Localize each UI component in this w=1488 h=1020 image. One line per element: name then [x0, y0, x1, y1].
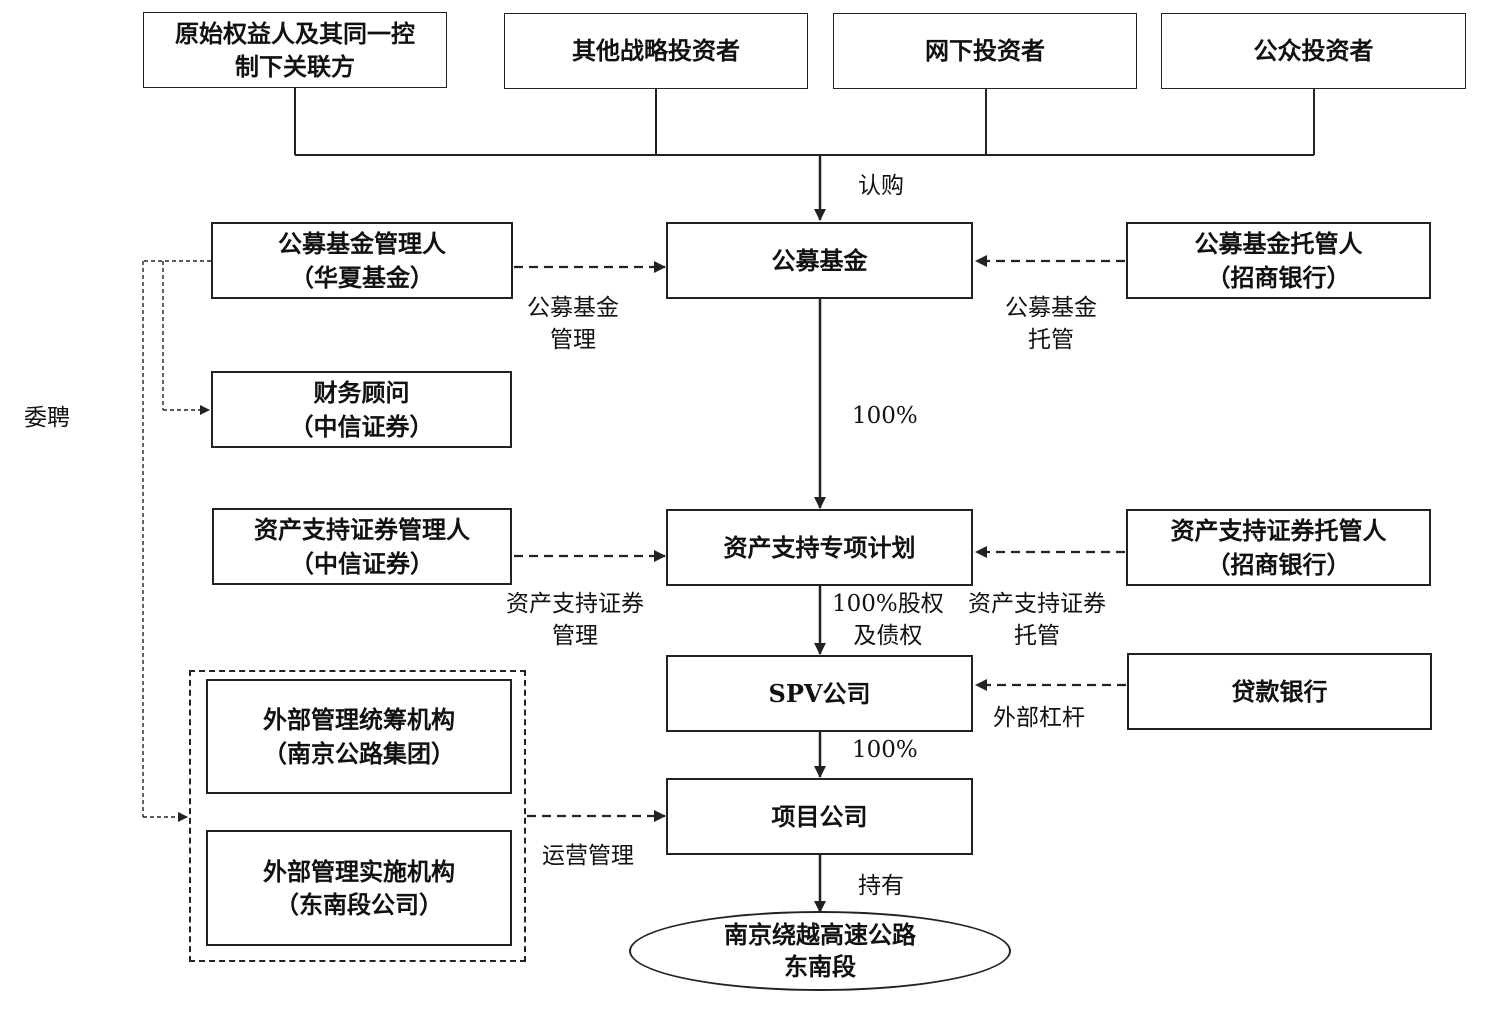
abs-manager-label: 资产支持证券 管理	[506, 588, 644, 652]
abs-manager-name: 资产支持证券管理人	[254, 515, 470, 545]
appoint-label: 委聘	[24, 405, 70, 431]
investor-original-owner-line2: 制下关联方	[235, 52, 355, 81]
investor-offline: 网下投资者	[833, 13, 1137, 89]
public-fund-custodian-entity: （招商银行）	[1206, 262, 1351, 292]
asset-name-line1: 南京绕越高速公路	[724, 919, 916, 949]
abs-custodian-label-line2: 托管	[1014, 623, 1060, 650]
project-company-title: 项目公司	[771, 801, 868, 831]
external-implementer: 外部管理实施机构 （东南段公司）	[206, 830, 512, 946]
public-fund-title: 公募基金	[771, 245, 868, 275]
investor-strategic: 其他战略投资者	[504, 13, 808, 89]
ops-mgmt-label: 运营管理	[542, 843, 634, 869]
public-fund-manager-label-line2: 管理	[550, 327, 596, 354]
financial-advisor: 财务顾问 （中信证券）	[211, 371, 512, 448]
abs-custodian-name: 资产支持证券托管人	[1170, 516, 1387, 546]
abs-manager-label-line2: 管理	[552, 623, 598, 650]
external-coordinator-name: 外部管理统筹机构	[263, 705, 455, 735]
project-company: 项目公司	[666, 778, 973, 855]
abs-custodian-entity: （招商银行）	[1206, 549, 1351, 579]
financial-advisor-entity: （中信证券）	[289, 411, 434, 441]
financial-advisor-name: 财务顾问	[313, 378, 410, 408]
public-fund-manager-name: 公募基金管理人	[278, 229, 446, 259]
public-fund-custodian-label: 公募基金 托管	[1005, 292, 1097, 356]
investor-merge-lines	[294, 88, 1315, 156]
abs-plan: 资产支持专项计划	[666, 509, 973, 586]
public-fund-manager-label-line1: 公募基金	[527, 295, 619, 321]
spv-company: SPV公司	[666, 655, 973, 732]
public-fund-manager-entity: （华夏基金）	[290, 262, 434, 292]
public-fund-manager: 公募基金管理人 （华夏基金）	[211, 222, 513, 299]
public-fund-custodian-label-line1: 公募基金	[1005, 295, 1097, 321]
abs-manager: 资产支持证券管理人 （中信证券）	[212, 508, 512, 585]
abs-custodian-label-line1: 资产支持证券	[968, 591, 1106, 617]
abs-manager-label-line1: 资产支持证券	[506, 591, 644, 617]
public-fund-custodian-label-line2: 托管	[1028, 327, 1074, 354]
public-fund-ownership-label: 100%	[852, 403, 918, 429]
abs-custodian-label: 资产支持证券 托管	[968, 588, 1106, 652]
asset-name-line2: 东南段	[784, 952, 856, 981]
public-fund-custodian-name: 公募基金托管人	[1194, 229, 1363, 259]
hold-label: 持有	[858, 873, 904, 899]
abs-ownership-line1: 100%股权	[832, 591, 944, 617]
public-fund-custodian: 公募基金托管人 （招商银行）	[1126, 222, 1431, 299]
abs-manager-entity: （中信证券）	[290, 548, 434, 578]
investor-strategic-label: 其他战略投资者	[572, 36, 740, 66]
investor-original-owner-line1: 原始权益人及其同一控	[175, 18, 415, 48]
subscribe-label: 认购	[858, 173, 904, 199]
lender-bank: 贷款银行	[1127, 653, 1432, 730]
investor-original-owner: 原始权益人及其同一控 制下关联方	[143, 12, 447, 88]
external-implementer-name: 外部管理实施机构	[263, 856, 455, 886]
abs-plan-title: 资产支持专项计划	[723, 532, 916, 562]
abs-ownership-label: 100%股权 及债权	[832, 588, 944, 652]
investor-public: 公众投资者	[1161, 13, 1466, 89]
public-fund: 公募基金	[666, 222, 973, 299]
lender-label: 外部杠杆	[993, 705, 1085, 731]
public-fund-manager-label: 公募基金 管理	[527, 292, 619, 356]
external-coordinator: 外部管理统筹机构 （南京公路集团）	[206, 679, 512, 794]
abs-custodian: 资产支持证券托管人 （招商银行）	[1126, 509, 1431, 586]
investor-offline-label: 网下投资者	[925, 36, 1045, 66]
spv-ownership-label: 100%	[852, 737, 918, 763]
asset-highway: 南京绕越高速公路 东南段	[629, 911, 1011, 991]
external-coordinator-entity: （南京公路集团）	[263, 738, 455, 768]
investor-public-label: 公众投资者	[1253, 36, 1374, 66]
external-implementer-entity: （东南段公司）	[275, 890, 443, 919]
abs-ownership-line2: 及债权	[853, 623, 923, 650]
spv-company-title: SPV公司	[768, 678, 871, 708]
external-management-group	[189, 670, 526, 962]
lender-bank-title: 贷款银行	[1231, 676, 1328, 706]
